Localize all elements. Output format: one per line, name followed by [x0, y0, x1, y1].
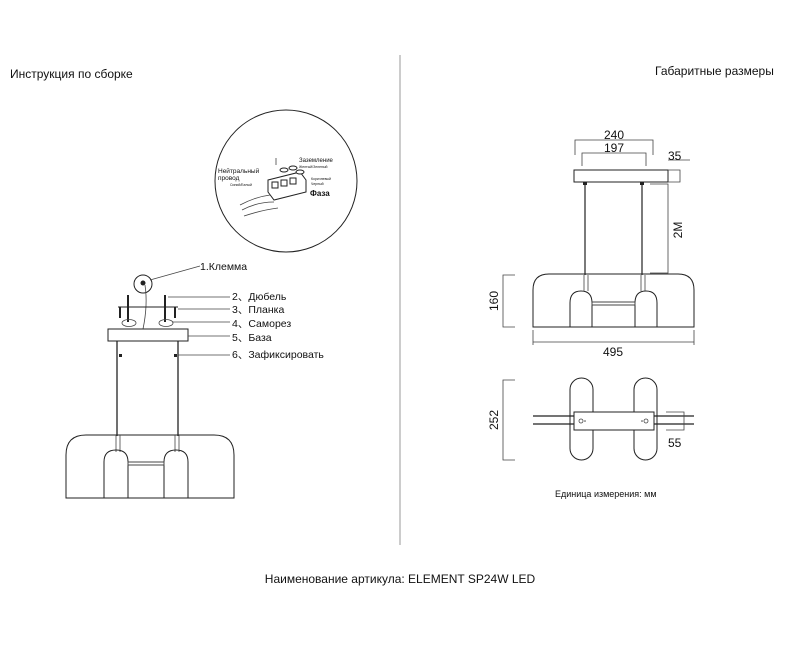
dim-base-height: 35	[668, 149, 682, 163]
dim-shade-width: 495	[603, 345, 623, 359]
phase-colors-2: Черный	[311, 182, 324, 186]
neutral-colors: Синий/Белый	[230, 183, 252, 187]
part-label-terminal: 1.Клемма	[200, 261, 247, 273]
article-name: Наименование артикула: ELEMENT SP24W LED	[265, 572, 536, 586]
part-label-bracket: 3、Планка	[232, 304, 284, 316]
front-view-drawing	[502, 139, 695, 345]
unit-note: Единица измерения: мм	[555, 489, 657, 499]
dim-mount-spacing: 197	[604, 141, 624, 155]
ground-label: Заземление	[299, 158, 334, 164]
phase-label: Фаза	[310, 189, 330, 198]
part-label-base: 5、База	[232, 332, 272, 344]
phase-colors: Коричневый	[311, 177, 331, 181]
installation-drawing	[65, 265, 235, 499]
dim-base-depth: 55	[668, 436, 682, 450]
assembly-title: Инструкция по сборке	[10, 67, 133, 81]
dim-cable-length: 2M	[671, 222, 685, 239]
neutral-label-2: провод	[218, 175, 240, 182]
dimensions-title: Габаритные размеры	[655, 64, 774, 78]
neutral-label: Нейтральный	[218, 167, 260, 175]
ground-colors: Желтый/Зеленый	[299, 165, 327, 169]
dim-depth: 252	[487, 410, 501, 430]
part-label-dowel: 2、Дюбель	[232, 291, 287, 303]
part-label-fix: 6、Зафиксировать	[232, 349, 324, 361]
dim-base-width: 240	[604, 128, 624, 142]
top-view-drawing	[502, 377, 694, 461]
terminal-block-icon	[239, 158, 307, 217]
wiring-detail: Нейтральный провод Синий/Белый Заземлени…	[214, 109, 358, 253]
dim-shade-height: 160	[487, 291, 501, 311]
part-label-screw: 4、Саморез	[232, 318, 291, 330]
